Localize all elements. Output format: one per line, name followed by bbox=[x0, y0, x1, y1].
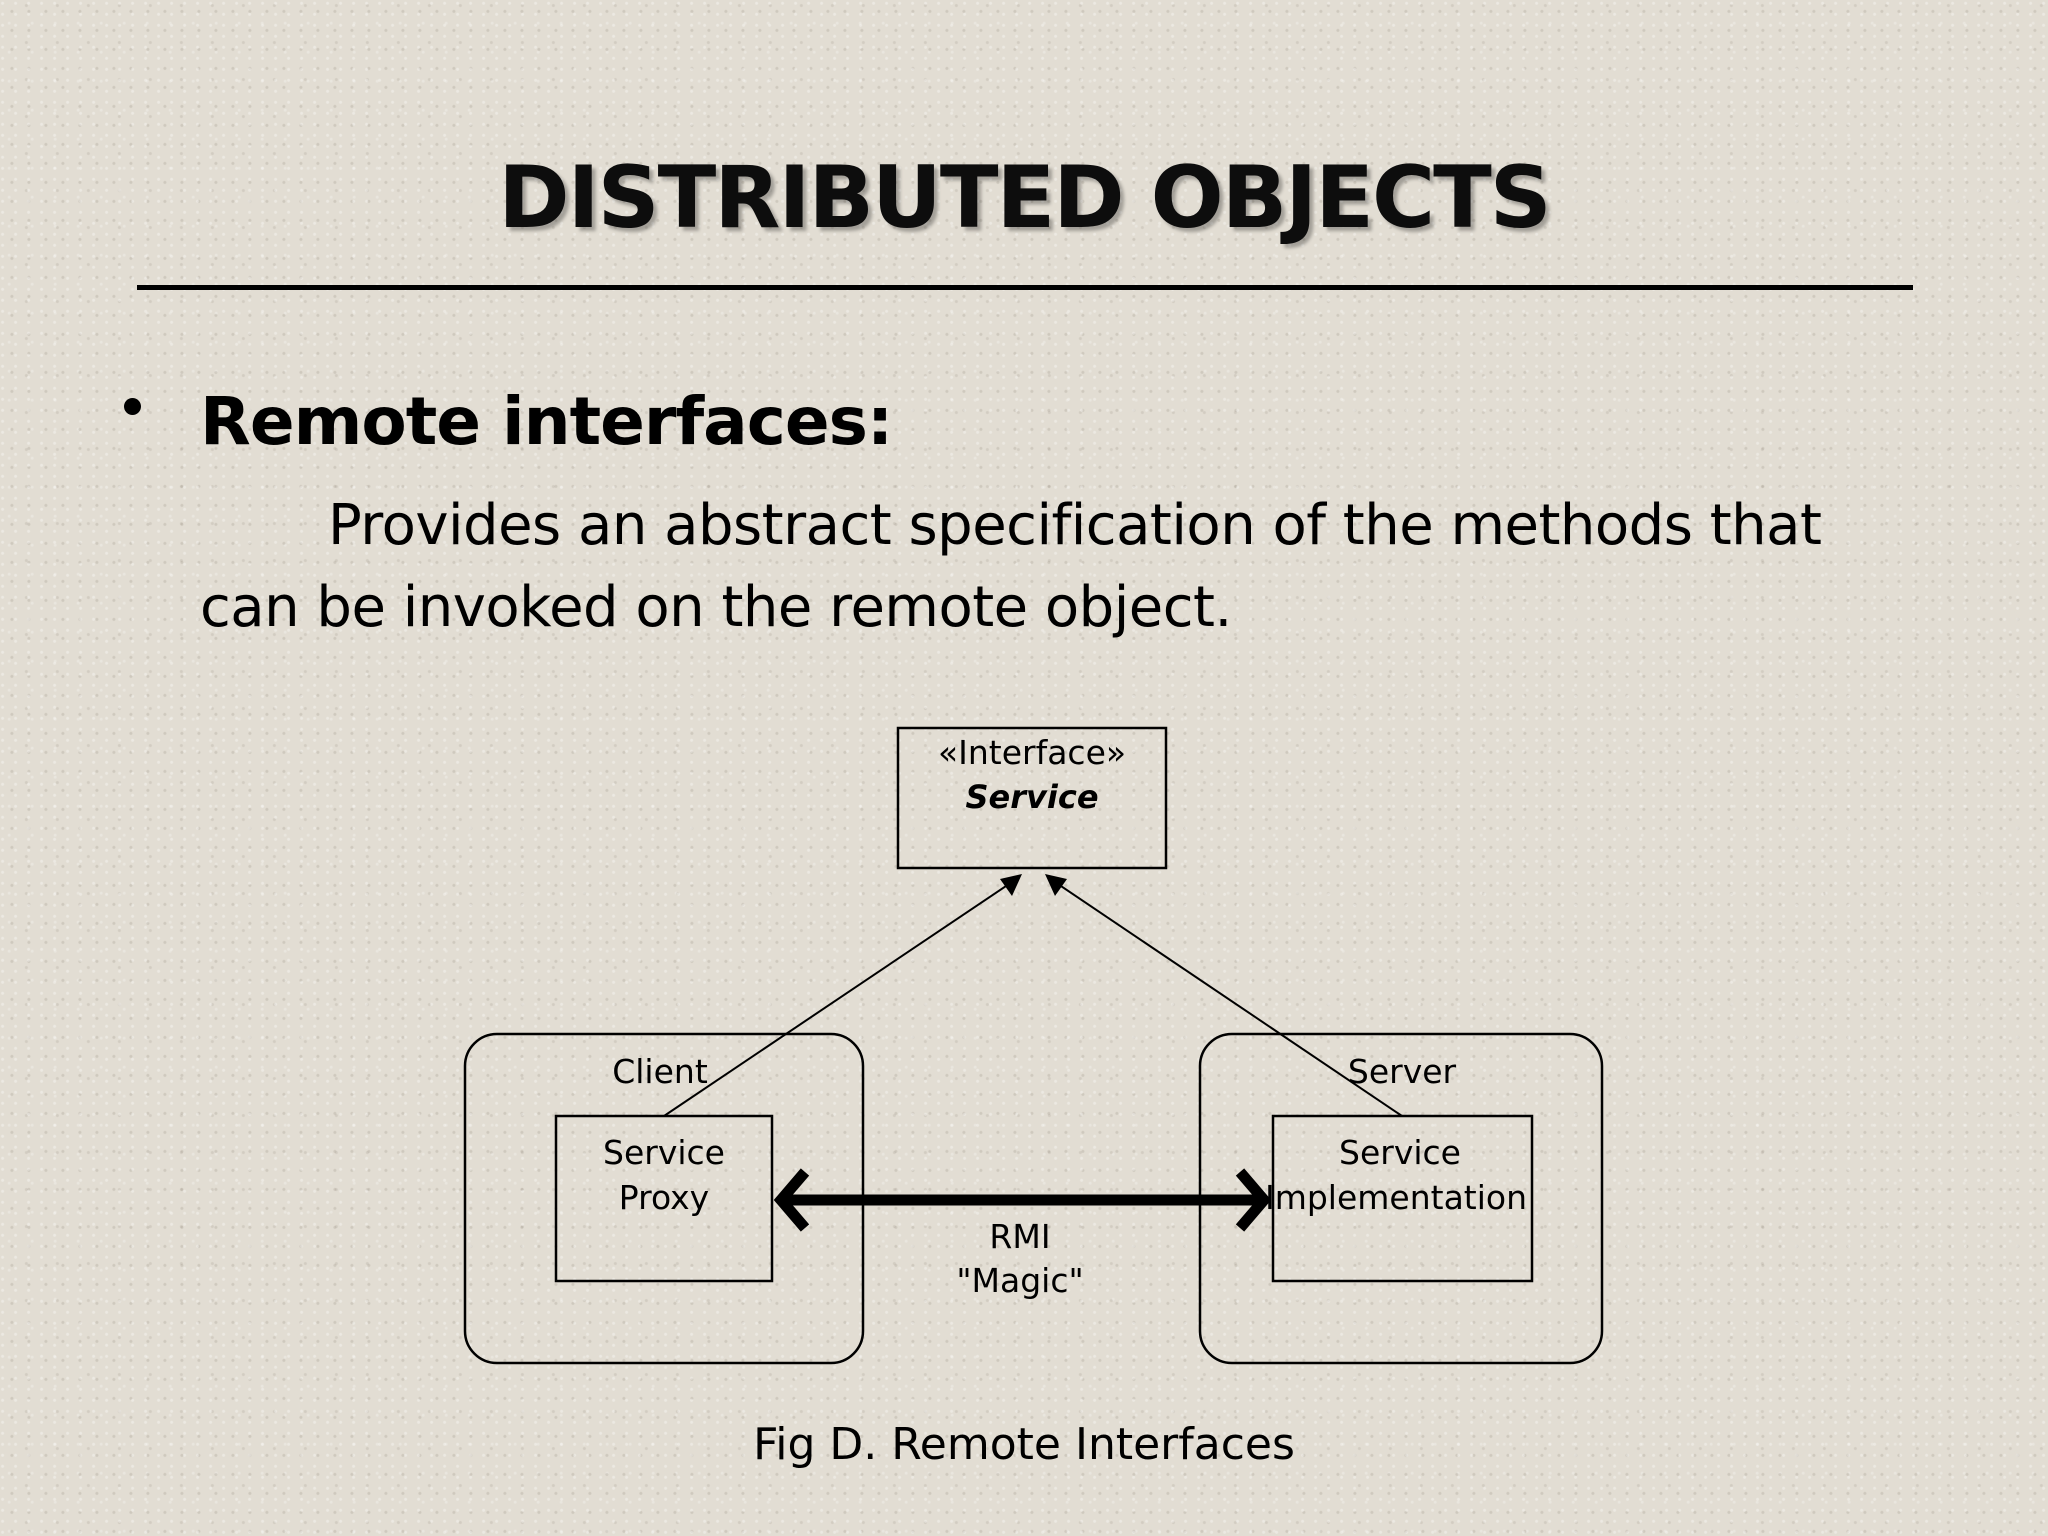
interface-box bbox=[896, 726, 1168, 870]
interface-stereotype: «Interface» bbox=[938, 733, 1126, 772]
client-realization-line bbox=[663, 879, 1016, 1117]
service-implementation-box bbox=[1271, 1114, 1534, 1283]
client-label: Client bbox=[612, 1052, 708, 1091]
title-divider bbox=[137, 285, 1913, 290]
figure-caption: Fig D. Remote Interfaces bbox=[753, 1419, 1295, 1470]
service-proxy-line1: Service bbox=[603, 1133, 725, 1172]
bullet-heading: Remote interfaces: bbox=[200, 383, 893, 460]
slide-title: DISTRIBUTED OBJECTS bbox=[498, 148, 1551, 248]
server-realization-line bbox=[1051, 879, 1403, 1117]
rmi-label-line2: "Magic" bbox=[956, 1261, 1083, 1300]
service-implementation-line2: Implementation bbox=[1265, 1178, 1527, 1217]
rmi-left-arrowhead-icon bbox=[773, 1168, 810, 1232]
rmi-right-arrowhead-icon bbox=[1235, 1168, 1272, 1232]
server-label: Server bbox=[1348, 1052, 1457, 1091]
bullet-icon bbox=[124, 398, 141, 415]
interface-name: Service bbox=[965, 778, 1098, 816]
rmi-label-line1: RMI bbox=[989, 1217, 1050, 1256]
service-implementation-line1: Service bbox=[1339, 1133, 1461, 1172]
server-realization-arrowhead-icon bbox=[1045, 874, 1067, 896]
bullet-text: Provides an abstract specification of th… bbox=[200, 493, 1822, 640]
service-proxy-line2: Proxy bbox=[619, 1178, 709, 1217]
client-realization-arrowhead-icon bbox=[1000, 874, 1022, 896]
